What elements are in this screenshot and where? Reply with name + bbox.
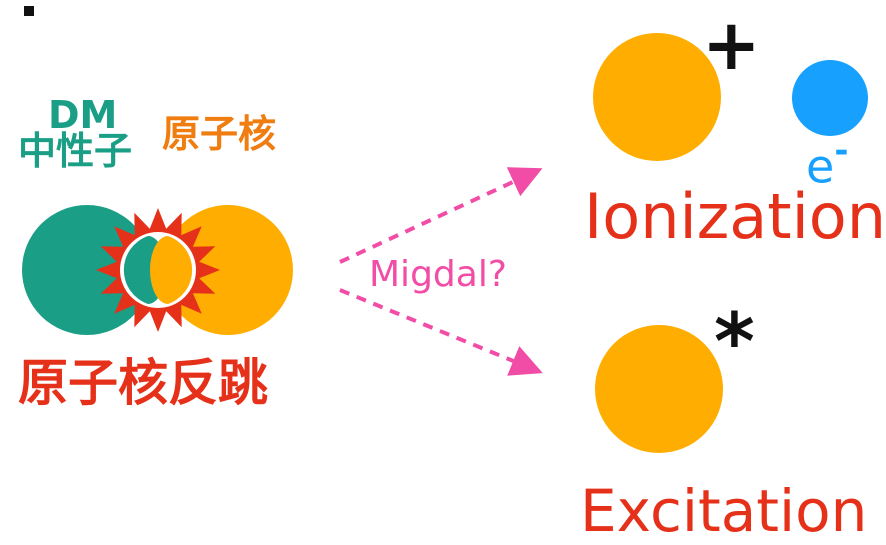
arrow-to-excitation xyxy=(339,288,543,376)
arrow-to-ionization xyxy=(339,167,543,264)
ion-nucleus xyxy=(593,33,721,161)
neutron-label: 中性子 xyxy=(18,129,133,173)
nuclear-recoil-label: 原子核反跳 xyxy=(18,354,268,412)
excited-nucleus xyxy=(595,325,723,453)
ionization-label: Ionization xyxy=(584,180,886,253)
electron-symbol: e xyxy=(806,139,835,194)
dm-label: DM xyxy=(48,93,118,137)
nucleus-overlap-right xyxy=(150,236,193,304)
excited-star-mark: * xyxy=(714,298,755,388)
electron-charge: - xyxy=(834,131,849,171)
electron xyxy=(792,60,868,136)
nucleus-label: 原子核 xyxy=(162,112,277,156)
electron-label: e- xyxy=(806,134,848,189)
ion-plus-sign: + xyxy=(702,4,761,86)
excitation-label: Excitation xyxy=(580,477,868,545)
corner-marker xyxy=(24,6,34,16)
migdal-label: Migdal? xyxy=(369,254,507,295)
